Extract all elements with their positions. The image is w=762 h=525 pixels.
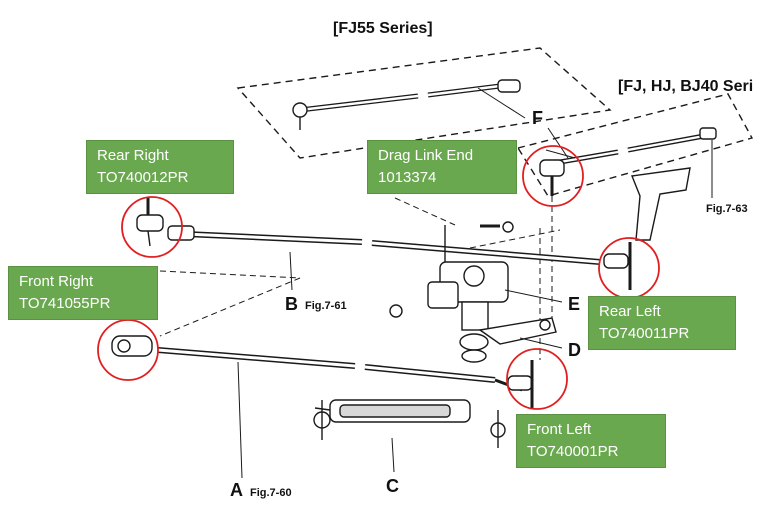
fj55-inset-panel: [236, 47, 612, 159]
highlight-circle-drag-link-end: [522, 145, 584, 207]
steering-damper: [313, 399, 506, 473]
ball-joint-rear-right: [136, 198, 164, 247]
part-letter-e: E: [568, 294, 581, 314]
callout-rear-left-part: TO740011PR: [599, 325, 690, 342]
callout-drag-link-end-title: Drag Link End: [378, 147, 474, 164]
fj55-tie-rod: [292, 79, 526, 130]
callout-front-left-part: TO740001PR: [527, 443, 619, 460]
ball-joint-front-right: [111, 335, 153, 357]
ball-joint-rear-left: [603, 242, 632, 290]
figure-ref-7-63: Fig.7-63: [706, 203, 748, 215]
callout-front-left: Front Left TO740001PR: [516, 414, 666, 468]
part-letter-b: B: [285, 294, 298, 314]
highlight-circle-front-right: [97, 319, 159, 381]
figure-ref-7-61: Fig.7-61: [305, 300, 347, 312]
front-tie-rod: [157, 347, 523, 479]
rear-tie-rod: [167, 225, 601, 291]
ball-joint-drag-link-end: [539, 159, 565, 196]
callout-front-right-title: Front Right: [19, 273, 94, 290]
callout-drag-link-end-part: 1013374: [378, 169, 437, 186]
callout-rear-left: Rear Left TO740011PR: [588, 296, 736, 350]
callout-rear-right-title: Rear Right: [97, 147, 169, 164]
highlight-circle-rear-right: [121, 196, 183, 258]
part-letter-c: C: [386, 476, 399, 496]
callout-rear-left-title: Rear Left: [599, 303, 661, 320]
callout-rear-right-part: TO740012PR: [97, 169, 189, 186]
fj55-series-label: [FJ55 Series]: [333, 20, 433, 37]
fj40-tie-rod: [545, 127, 717, 165]
callout-drag-link-end: Drag Link End 1013374: [367, 140, 517, 194]
callout-rear-right: Rear Right TO740012PR: [86, 140, 234, 194]
highlight-circle-front-left: [506, 348, 568, 410]
part-letter-d: D: [568, 340, 581, 360]
ball-joint-front-left: [507, 360, 534, 408]
pitman-arm: [459, 317, 563, 363]
callout-front-right-part: TO741055PR: [19, 295, 111, 312]
fj40-series-label: [FJ, HJ, BJ40 Seri: [618, 78, 754, 95]
fj40-inset-panel: [516, 93, 754, 197]
highlight-circles: [97, 145, 660, 410]
mounting-bracket: [631, 167, 691, 241]
callout-front-left-title: Front Left: [527, 421, 592, 438]
callout-front-right: Front Right TO741055PR: [8, 266, 158, 320]
part-letter-a: A: [230, 480, 243, 500]
figure-ref-7-60: Fig.7-60: [250, 487, 292, 499]
part-letter-f: F: [532, 108, 543, 128]
steering-box: [427, 225, 563, 331]
